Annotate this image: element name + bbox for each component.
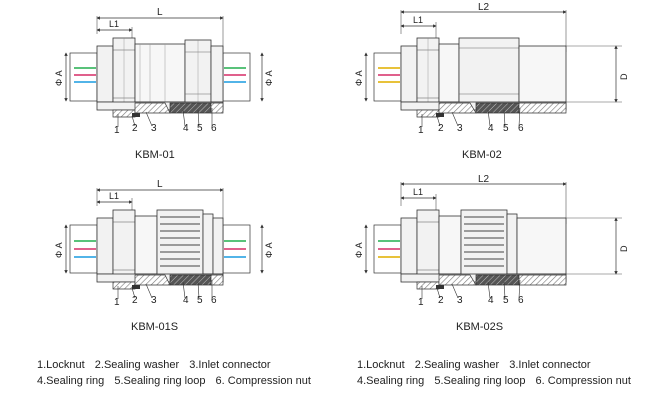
part-number-5: 5 — [197, 295, 203, 306]
legend-item: 2.Sealing washer — [94, 359, 180, 371]
part-number-3: 3 — [457, 123, 463, 134]
legend-item: 1.Locknut — [357, 359, 405, 371]
dim-label-L2: L2 — [478, 2, 490, 13]
part-number-1: 1 — [418, 125, 424, 136]
part-number-2: 2 — [438, 295, 444, 306]
part-number-6: 6 — [518, 295, 524, 306]
dim-label-phiA-right: Φ A — [264, 242, 274, 258]
legend-row-1: 1.Locknut 2.Sealing washer 3.Inlet conne… — [37, 357, 311, 373]
legend-item: 5.Sealing ring loop — [434, 375, 526, 387]
part-number-6: 6 — [518, 123, 524, 134]
model-title-kbm-02s: KBM-02S — [456, 321, 503, 333]
model-title-kbm-01: KBM-01 — [135, 149, 175, 161]
dim-label-phiA-left: Φ A — [354, 70, 364, 86]
part-number-3: 3 — [151, 123, 157, 134]
part-number-2: 2 — [438, 123, 444, 134]
legend-item: 4.Sealing ring — [37, 375, 105, 387]
dim-label-phiA-right: Φ A — [264, 70, 274, 86]
dim-label-L: L — [157, 179, 163, 190]
legend-row-1: 1.Locknut 2.Sealing washer 3.Inlet conne… — [357, 357, 631, 373]
dim-label-D: D — [619, 73, 629, 80]
dim-label-L1: L1 — [109, 19, 119, 29]
dim-label-L: L — [157, 7, 163, 18]
legend-item: 4.Sealing ring — [357, 375, 425, 387]
part-number-1: 1 — [114, 297, 120, 308]
part-number-4: 4 — [183, 295, 189, 306]
dim-label-D: D — [619, 245, 629, 252]
legend-item: 3.Inlet connector — [509, 359, 591, 371]
model-title-kbm-01s: KBM-01S — [131, 321, 178, 333]
dim-label-L1: L1 — [413, 15, 423, 25]
drawing-kbm-01: L L1 Φ A Φ A — [54, 7, 274, 161]
legend-row-2: 4.Sealing ring 5.Sealing ring loop 6. Co… — [357, 373, 631, 389]
part-number-1: 1 — [114, 125, 120, 136]
legend-item: 2.Sealing washer — [414, 359, 500, 371]
dim-label-phiA-left: Φ A — [54, 70, 64, 86]
dim-label-phiA-left: Φ A — [354, 242, 364, 258]
part-number-5: 5 — [503, 123, 509, 134]
drawing-kbm-01s: L L1 Φ A Φ A — [54, 179, 274, 333]
part-number-3: 3 — [151, 295, 157, 306]
dim-label-L2: L2 — [478, 174, 490, 185]
part-number-1: 1 — [418, 297, 424, 308]
dim-label-L1: L1 — [109, 191, 119, 201]
drawing-kbm-02s: L2 L1 Φ A D — [354, 174, 629, 333]
part-number-4: 4 — [183, 123, 189, 134]
part-number-5: 5 — [197, 123, 203, 134]
drawing-kbm-02: L2 L1 Φ A D — [354, 2, 629, 161]
legend-item: 6. Compression nut — [535, 375, 631, 387]
legend-item: 5.Sealing ring loop — [114, 375, 206, 387]
part-number-4: 4 — [488, 295, 494, 306]
part-number-6: 6 — [211, 295, 217, 306]
legend-row-2: 4.Sealing ring 5.Sealing ring loop 6. Co… — [37, 373, 311, 389]
model-title-kbm-02: KBM-02 — [462, 149, 502, 161]
part-number-3: 3 — [457, 295, 463, 306]
dim-label-L1: L1 — [413, 187, 423, 197]
legend-item: 6. Compression nut — [215, 375, 311, 387]
dim-label-phiA-left: Φ A — [54, 242, 64, 258]
legend-item: 1.Locknut — [37, 359, 85, 371]
legend-item: 3.Inlet connector — [189, 359, 271, 371]
part-number-4: 4 — [488, 123, 494, 134]
parts-legend-right: 1.Locknut 2.Sealing washer 3.Inlet conne… — [357, 357, 631, 389]
part-number-5: 5 — [503, 295, 509, 306]
part-number-2: 2 — [132, 295, 138, 306]
part-number-2: 2 — [132, 123, 138, 134]
part-number-6: 6 — [211, 123, 217, 134]
parts-legend-left: 1.Locknut 2.Sealing washer 3.Inlet conne… — [37, 357, 311, 389]
